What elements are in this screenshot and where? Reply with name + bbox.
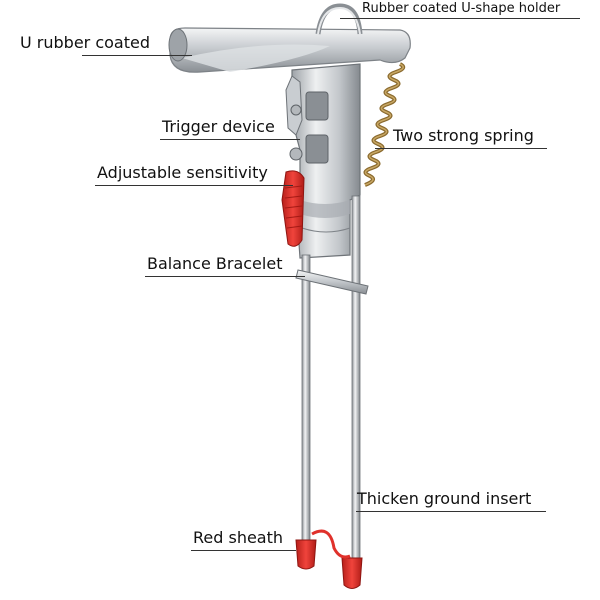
trigger-lever: [285, 75, 303, 161]
two-strong-spring: [363, 62, 406, 187]
leader-adjustable-sensitivity: [95, 185, 293, 186]
leader-red-sheath: [191, 550, 296, 551]
label-rubber-coated-u-shape-holder: Rubber coated U-shape holder: [362, 1, 561, 16]
leader-trigger-device: [160, 139, 300, 140]
label-thicken-ground-insert: Thicken ground insert: [357, 489, 532, 508]
leader-balance-bracelet: [145, 276, 305, 277]
label-red-sheath: Red sheath: [193, 528, 284, 547]
balance-bracelet: [295, 269, 369, 295]
sensitivity-grip: [281, 170, 305, 247]
leader-thicken-ground-insert: [356, 511, 546, 512]
label-adjustable-sensitivity: Adjustable sensitivity: [97, 163, 268, 182]
label-balance-bracelet: Balance Bracelet: [147, 254, 283, 273]
leader-u-shape-holder: [340, 18, 580, 19]
leader-u-rubber-coated: [82, 55, 192, 56]
red-sheaths: [295, 529, 363, 589]
main-body: [291, 63, 361, 259]
label-u-rubber-coated: U rubber coated: [20, 33, 150, 52]
u-shape-holder: [168, 3, 411, 73]
leader-two-strong-spring: [375, 148, 547, 149]
label-two-strong-spring: Two strong spring: [393, 126, 534, 145]
label-trigger-device: Trigger device: [162, 117, 275, 136]
